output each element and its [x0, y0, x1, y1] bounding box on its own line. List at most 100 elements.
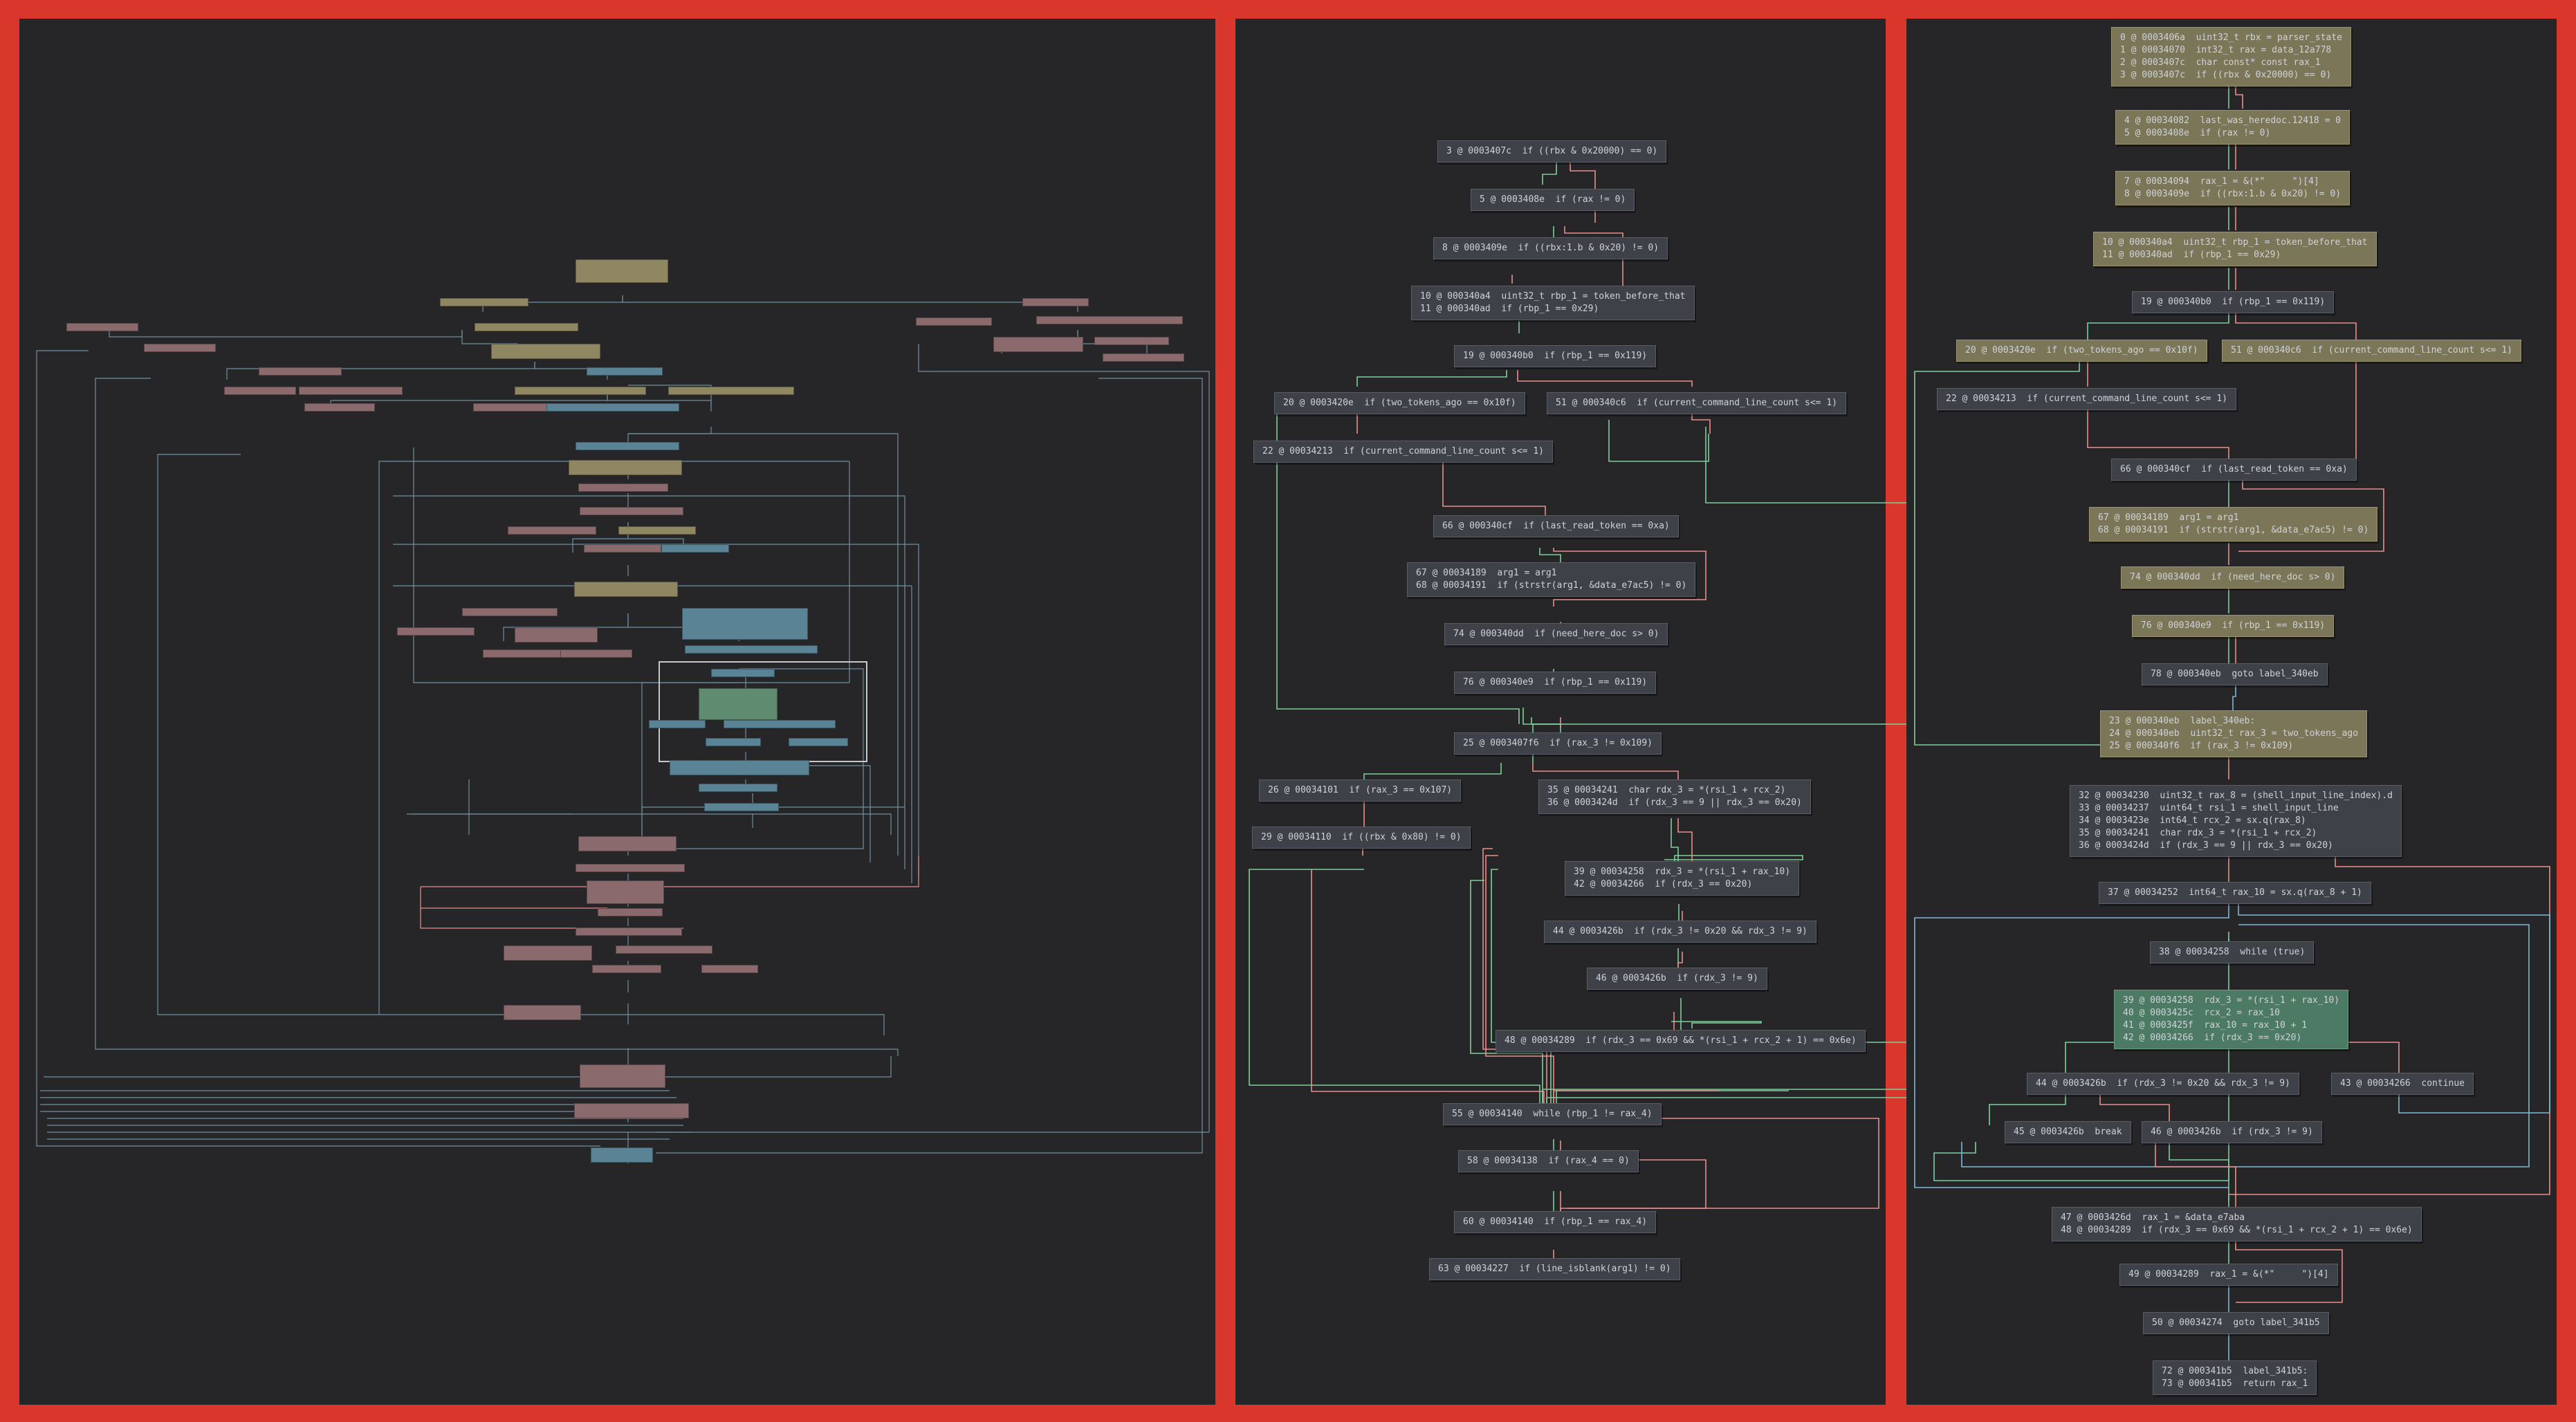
- cfg-node-63[interactable]: 63 @ 00034227 if (line_isblank(arg1) != …: [1429, 1258, 1680, 1280]
- cfg-node-26[interactable]: 26 @ 00034101 if (rax_3 == 0x107): [1259, 779, 1462, 802]
- overview-node[interactable]: [508, 526, 596, 535]
- cfg-node-51[interactable]: 51 @ 000340c6 if (current_command_line_c…: [1547, 392, 1846, 414]
- overview-node[interactable]: [649, 720, 706, 728]
- overview-node[interactable]: [616, 945, 712, 954]
- overview-node[interactable]: [397, 627, 475, 636]
- overview-node[interactable]: [580, 1064, 665, 1088]
- cfg-node-66[interactable]: 66 @ 000340cf if (last_read_token == 0xa…: [2111, 459, 2357, 481]
- overview-node[interactable]: [1036, 316, 1183, 324]
- cfg-node-22[interactable]: 22 @ 00034213 if (current_command_line_c…: [1253, 441, 1553, 463]
- overview-node[interactable]: [491, 344, 600, 359]
- overview-node[interactable]: [576, 442, 679, 450]
- cfg-node-19[interactable]: 19 @ 000340b0 if (rbp_1 == 0x119): [1454, 345, 1657, 367]
- overview-node[interactable]: [587, 367, 663, 376]
- overview-node[interactable]: [1103, 353, 1184, 362]
- overview-node[interactable]: [440, 298, 528, 306]
- cfg-node-25[interactable]: 25 @ 0003407f6 if (rax_3 != 0x109): [1454, 732, 1662, 755]
- cfg-node-66[interactable]: 66 @ 000340cf if (last_read_token == 0xa…: [1433, 515, 1679, 537]
- cfg-node-7[interactable]: 7 @ 00034094 rax_1 = &(*" ")[4]8 @ 00034…: [2115, 171, 2350, 205]
- overview-node[interactable]: [618, 526, 696, 535]
- overview-node[interactable]: [504, 1005, 581, 1020]
- cfg-node-39[interactable]: 39 @ 00034258 rdx_3 = *(rsi_1 + rax_10)4…: [1565, 861, 1800, 896]
- overview-node[interactable]: [504, 945, 592, 961]
- overview-node-entry[interactable]: [576, 259, 668, 283]
- cfg-node-29[interactable]: 29 @ 00034110 if ((rbx & 0x80) != 0): [1252, 827, 1471, 849]
- cfg-node-22[interactable]: 22 @ 00034213 if (current_command_line_c…: [1937, 388, 2236, 410]
- overview-node[interactable]: [706, 738, 761, 746]
- overview-node[interactable]: [515, 627, 598, 643]
- overview-node[interactable]: [299, 387, 403, 395]
- overview-node[interactable]: [475, 323, 578, 331]
- overview-node[interactable]: [699, 688, 778, 720]
- cfg-node-35[interactable]: 35 @ 00034241 char rdx_3 = *(rsi_1 + rcx…: [1538, 779, 1811, 814]
- overview-node[interactable]: [1094, 337, 1169, 345]
- overview-node[interactable]: [574, 1103, 689, 1118]
- overview-node[interactable]: [584, 544, 661, 553]
- cfg-node-60[interactable]: 60 @ 00034140 if (rbp_1 == rax_4): [1454, 1211, 1657, 1233]
- cfg-node-76[interactable]: 76 @ 000340e9 if (rbp_1 == 0x119): [1454, 672, 1657, 694]
- cfg-node-51[interactable]: 51 @ 000340c6 if (current_command_line_c…: [2222, 340, 2521, 362]
- graph-overview-panel[interactable]: [19, 19, 1215, 1405]
- overview-node[interactable]: [66, 323, 138, 331]
- overview-node[interactable]: [598, 908, 663, 916]
- cfg-node-46[interactable]: 46 @ 0003426b if (rdx_3 != 9): [2142, 1121, 2322, 1143]
- overview-node[interactable]: [578, 483, 668, 492]
- overview-node[interactable]: [569, 460, 682, 475]
- cfg-node-74[interactable]: 74 @ 000340dd if (need_here_doc s> 0): [2121, 566, 2345, 589]
- cfg-node-10[interactable]: 10 @ 000340a4 uint32_t rbp_1 = token_bef…: [1411, 286, 1695, 320]
- cfg-node-39[interactable]: 39 @ 00034258 rdx_3 = *(rsi_1 + rax_10)4…: [2114, 990, 2349, 1049]
- cfg-node-44[interactable]: 44 @ 0003426b if (rdx_3 != 0x20 && rdx_3…: [1544, 921, 1816, 943]
- overview-node[interactable]: [259, 367, 342, 376]
- overview-node[interactable]: [668, 387, 794, 395]
- cfg-node-49[interactable]: 49 @ 00034289 rax_1 = &(*" ")[4]: [2119, 1264, 2338, 1286]
- overview-node[interactable]: [224, 387, 296, 395]
- cfg-node-44[interactable]: 44 @ 0003426b if (rdx_3 != 0x20 && rdx_3…: [2027, 1073, 2299, 1095]
- cfg-node-5[interactable]: 5 @ 0003408e if (rax != 0): [1471, 189, 1635, 211]
- cfg-node-38[interactable]: 38 @ 00034258 while (true): [2150, 941, 2315, 963]
- overview-node[interactable]: [576, 864, 685, 872]
- cfg-node-50[interactable]: 50 @ 00034274 goto label_341b5: [2143, 1312, 2329, 1334]
- overview-node[interactable]: [546, 403, 679, 412]
- overview-node[interactable]: [789, 738, 848, 746]
- overview-node[interactable]: [304, 403, 375, 412]
- overview-node[interactable]: [701, 965, 758, 973]
- cfg-node-48[interactable]: 48 @ 00034289 if (rdx_3 == 0x69 && *(rsi…: [1496, 1030, 1866, 1052]
- cfg-node-32[interactable]: 32 @ 00034230 uint32_t rax_8 = (shell_in…: [2070, 785, 2402, 857]
- overview-node[interactable]: [682, 608, 808, 640]
- overview-node[interactable]: [711, 669, 775, 677]
- graph-right-panel[interactable]: 0 @ 0003406a uint32_t rbx = parser_state…: [1906, 19, 2557, 1405]
- cfg-node-23[interactable]: 23 @ 000340eb label_340eb:24 @ 000340eb …: [2100, 710, 2368, 757]
- overview-node[interactable]: [699, 784, 778, 792]
- cfg-node-72[interactable]: 72 @ 000341b5 label_341b5:73 @ 000341b5 …: [2153, 1360, 2317, 1395]
- overview-node[interactable]: [916, 317, 992, 326]
- overview-node[interactable]: [661, 544, 729, 553]
- overview-node[interactable]: [574, 582, 678, 597]
- overview-node[interactable]: [144, 344, 216, 352]
- overview-node[interactable]: [483, 649, 562, 658]
- cfg-node-74[interactable]: 74 @ 000340dd if (need_here_doc s> 0): [1444, 623, 1668, 645]
- cfg-node-8[interactable]: 8 @ 0003409e if ((rbx:1.b & 0x20) != 0): [1433, 237, 1668, 259]
- overview-node[interactable]: [580, 507, 683, 515]
- cfg-node-46[interactable]: 46 @ 0003426b if (rdx_3 != 9): [1587, 968, 1767, 990]
- overview-node[interactable]: [560, 649, 632, 658]
- graph-middle-panel[interactable]: 3 @ 0003407c if ((rbx & 0x20000) == 0) 5…: [1235, 19, 2398, 1405]
- cfg-node-20[interactable]: 20 @ 0003420e if (two_tokens_ago == 0x10…: [1274, 392, 1525, 414]
- cfg-node-45[interactable]: 45 @ 0003426b break: [2005, 1121, 2131, 1143]
- cfg-node-20[interactable]: 20 @ 0003420e if (two_tokens_ago == 0x10…: [1956, 340, 2207, 362]
- cfg-entry-node[interactable]: 0 @ 0003406a uint32_t rbx = parser_state…: [2111, 27, 2351, 86]
- cfg-node-10[interactable]: 10 @ 000340a4 uint32_t rbp_1 = token_bef…: [2093, 232, 2377, 266]
- overview-node[interactable]: [1022, 298, 1089, 306]
- overview-node[interactable]: [578, 836, 677, 851]
- overview-node[interactable]: [515, 387, 646, 395]
- overview-node[interactable]: [685, 645, 818, 654]
- overview-node[interactable]: [462, 608, 558, 616]
- cfg-node-19[interactable]: 19 @ 000340b0 if (rbp_1 == 0x119): [2132, 291, 2335, 313]
- cfg-node-58[interactable]: 58 @ 00034138 if (rax_4 == 0): [1458, 1150, 1639, 1172]
- cfg-node-76[interactable]: 76 @ 000340e9 if (rbp_1 == 0x119): [2132, 615, 2335, 637]
- overview-node[interactable]: [704, 803, 779, 811]
- overview-node[interactable]: [993, 337, 1083, 352]
- cfg-node-78[interactable]: 78 @ 000340eb goto label_340eb: [2142, 663, 2328, 685]
